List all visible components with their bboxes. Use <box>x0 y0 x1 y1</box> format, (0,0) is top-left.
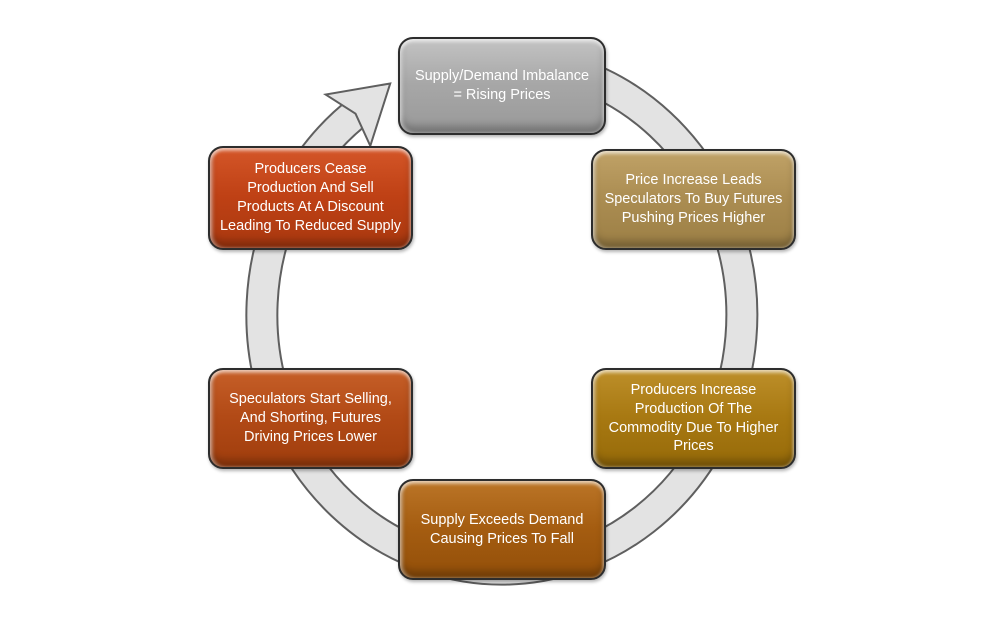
node-label-price-increase-speculators-buy: Price Increase Leads Speculators To Buy … <box>604 172 783 226</box>
node-supply-exceeds-demand: Supply Exceeds Demand Causing Prices To … <box>398 479 606 580</box>
node-supply-demand-imbalance: Supply/Demand Imbalance = Rising Prices <box>398 37 606 135</box>
node-speculators-sell-short: Speculators Start Selling, And Shorting,… <box>208 368 413 469</box>
node-label-speculators-sell-short: Speculators Start Selling, And Shorting,… <box>229 391 392 445</box>
node-label-supply-exceeds-demand: Supply Exceeds Demand Causing Prices To … <box>420 511 584 547</box>
node-label-producers-cease-production: Producers Cease Production And Sell Prod… <box>219 161 402 234</box>
node-producers-cease-production: Producers Cease Production And Sell Prod… <box>208 146 413 250</box>
arrow-head-icon <box>322 82 392 149</box>
cycle-arrow-head <box>322 82 392 149</box>
node-label-supply-demand-imbalance: Supply/Demand Imbalance = Rising Prices <box>414 68 590 103</box>
node-label-producers-increase-production: Producers Increase Production Of The Com… <box>608 381 779 455</box>
node-producers-increase-production: Producers Increase Production Of The Com… <box>591 368 796 469</box>
node-price-increase-speculators-buy: Price Increase Leads Speculators To Buy … <box>591 149 796 250</box>
